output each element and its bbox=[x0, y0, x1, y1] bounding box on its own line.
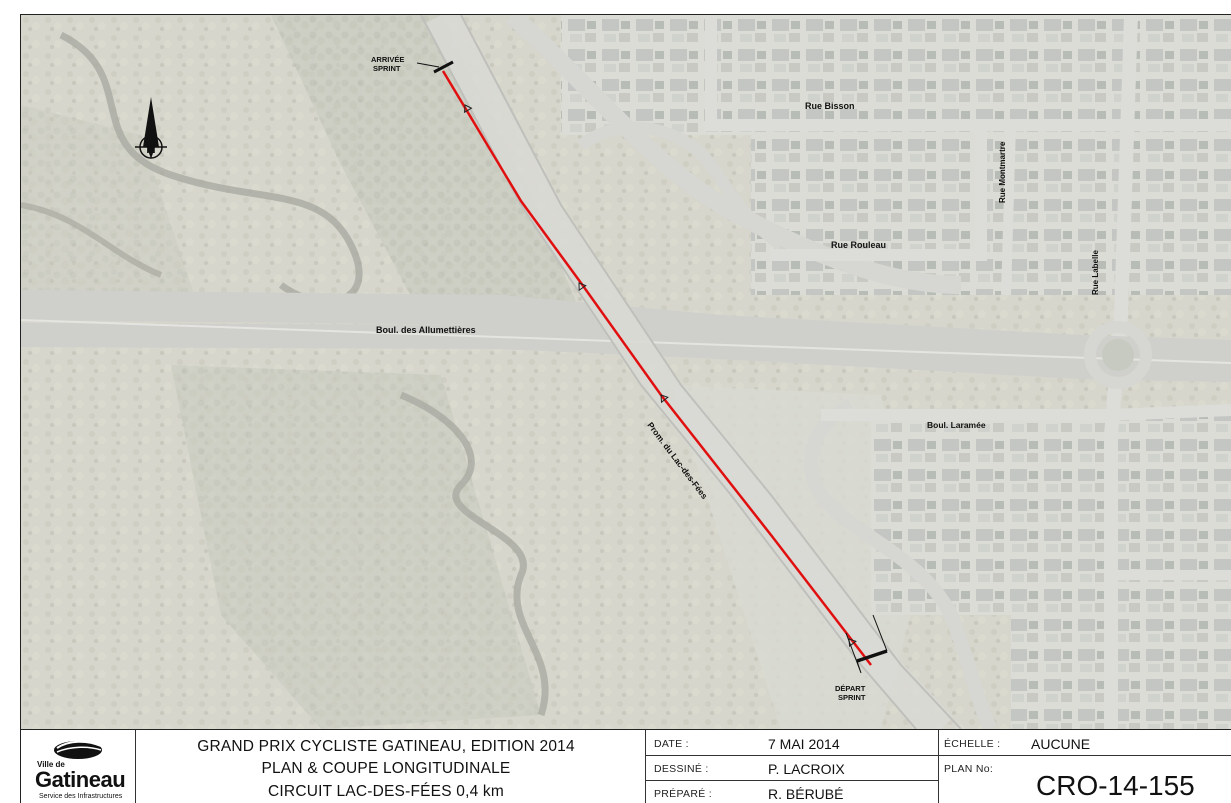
prepare-value: R. BÉRUBÉ bbox=[768, 786, 844, 802]
ramp-north bbox=[505, 15, 962, 294]
gatineau-swoosh-icon bbox=[54, 740, 102, 759]
echelle-value: AUCUNE bbox=[1031, 736, 1091, 752]
direction-arrow bbox=[463, 104, 473, 114]
aerial-map: N ARRIVÉE SPRINT DÉPART SPRINT Rue Bisso… bbox=[21, 15, 1231, 729]
finish-label-line2: SPRINT bbox=[373, 64, 401, 73]
plan-title-line-3: CIRCUIT LAC-DES-FÉES 0,4 km bbox=[268, 783, 504, 800]
creek-south bbox=[399, 391, 549, 717]
dessine-value: P. LACROIX bbox=[768, 761, 845, 777]
plan-no-value: CRO-14-155 bbox=[1036, 770, 1195, 801]
plan-frame: N ARRIVÉE SPRINT DÉPART SPRINT Rue Bisso… bbox=[20, 14, 1231, 803]
direction-arrow bbox=[660, 394, 669, 404]
street-label-boul-laramee: Boul. Laramée bbox=[927, 420, 986, 430]
promenade-corridor bbox=[425, 15, 954, 729]
street-label-rue-montmartre: Rue Montmartre bbox=[998, 141, 1007, 203]
street-label-rue-rouleau: Rue Rouleau bbox=[831, 240, 886, 250]
street-label-rue-labelle: Rue Labelle bbox=[1091, 250, 1100, 295]
plan-no-label: PLAN No: bbox=[944, 763, 994, 775]
start-label-line1: DÉPART bbox=[835, 684, 866, 693]
echelle-label: ÉCHELLE : bbox=[944, 738, 1001, 750]
date-label: DATE : bbox=[654, 738, 689, 750]
finish-label-line1: ARRIVÉE bbox=[371, 55, 404, 64]
logo-brand: Gatineau bbox=[35, 767, 126, 792]
direction-arrow bbox=[578, 282, 587, 292]
start-label-line2: SPRINT bbox=[838, 693, 866, 702]
ramp-south bbox=[804, 398, 997, 729]
date-value: 7 MAI 2014 bbox=[768, 736, 840, 752]
residential-north bbox=[561, 15, 1231, 135]
plan-title-line-2: PLAN & COUPE LONGITUDINALE bbox=[261, 760, 511, 777]
finish-leader-line bbox=[416, 62, 440, 68]
street-label-boul-allumettieres: Boul. des Allumettières bbox=[376, 325, 476, 335]
residential-rouleau bbox=[751, 135, 1231, 295]
gatineau-logo bbox=[54, 740, 102, 759]
finish-line-marker bbox=[433, 60, 454, 74]
logo-subtitle: Service des Infrastructures bbox=[39, 793, 123, 800]
logo-cell: Ville de Gatineau Service des Infrastruc… bbox=[21, 730, 135, 803]
street-label-rue-bisson: Rue Bisson bbox=[805, 101, 855, 111]
prepare-label: PRÉPARÉ : bbox=[654, 788, 712, 800]
north-letter: N bbox=[146, 141, 155, 156]
residential-south bbox=[1011, 555, 1231, 729]
roundabout bbox=[1084, 321, 1152, 389]
dessine-label: DESSINÉ : bbox=[654, 763, 709, 775]
race-route bbox=[441, 70, 872, 666]
title-block: Ville de Gatineau Service des Infrastruc… bbox=[21, 729, 1231, 803]
start-line-marker bbox=[856, 649, 888, 663]
logo-top-text: Ville de bbox=[37, 760, 65, 769]
plan-title-line-1: GRAND PRIX CYCLISTE GATINEAU, EDITION 20… bbox=[197, 738, 575, 755]
north-arrow-icon: N bbox=[135, 97, 167, 159]
